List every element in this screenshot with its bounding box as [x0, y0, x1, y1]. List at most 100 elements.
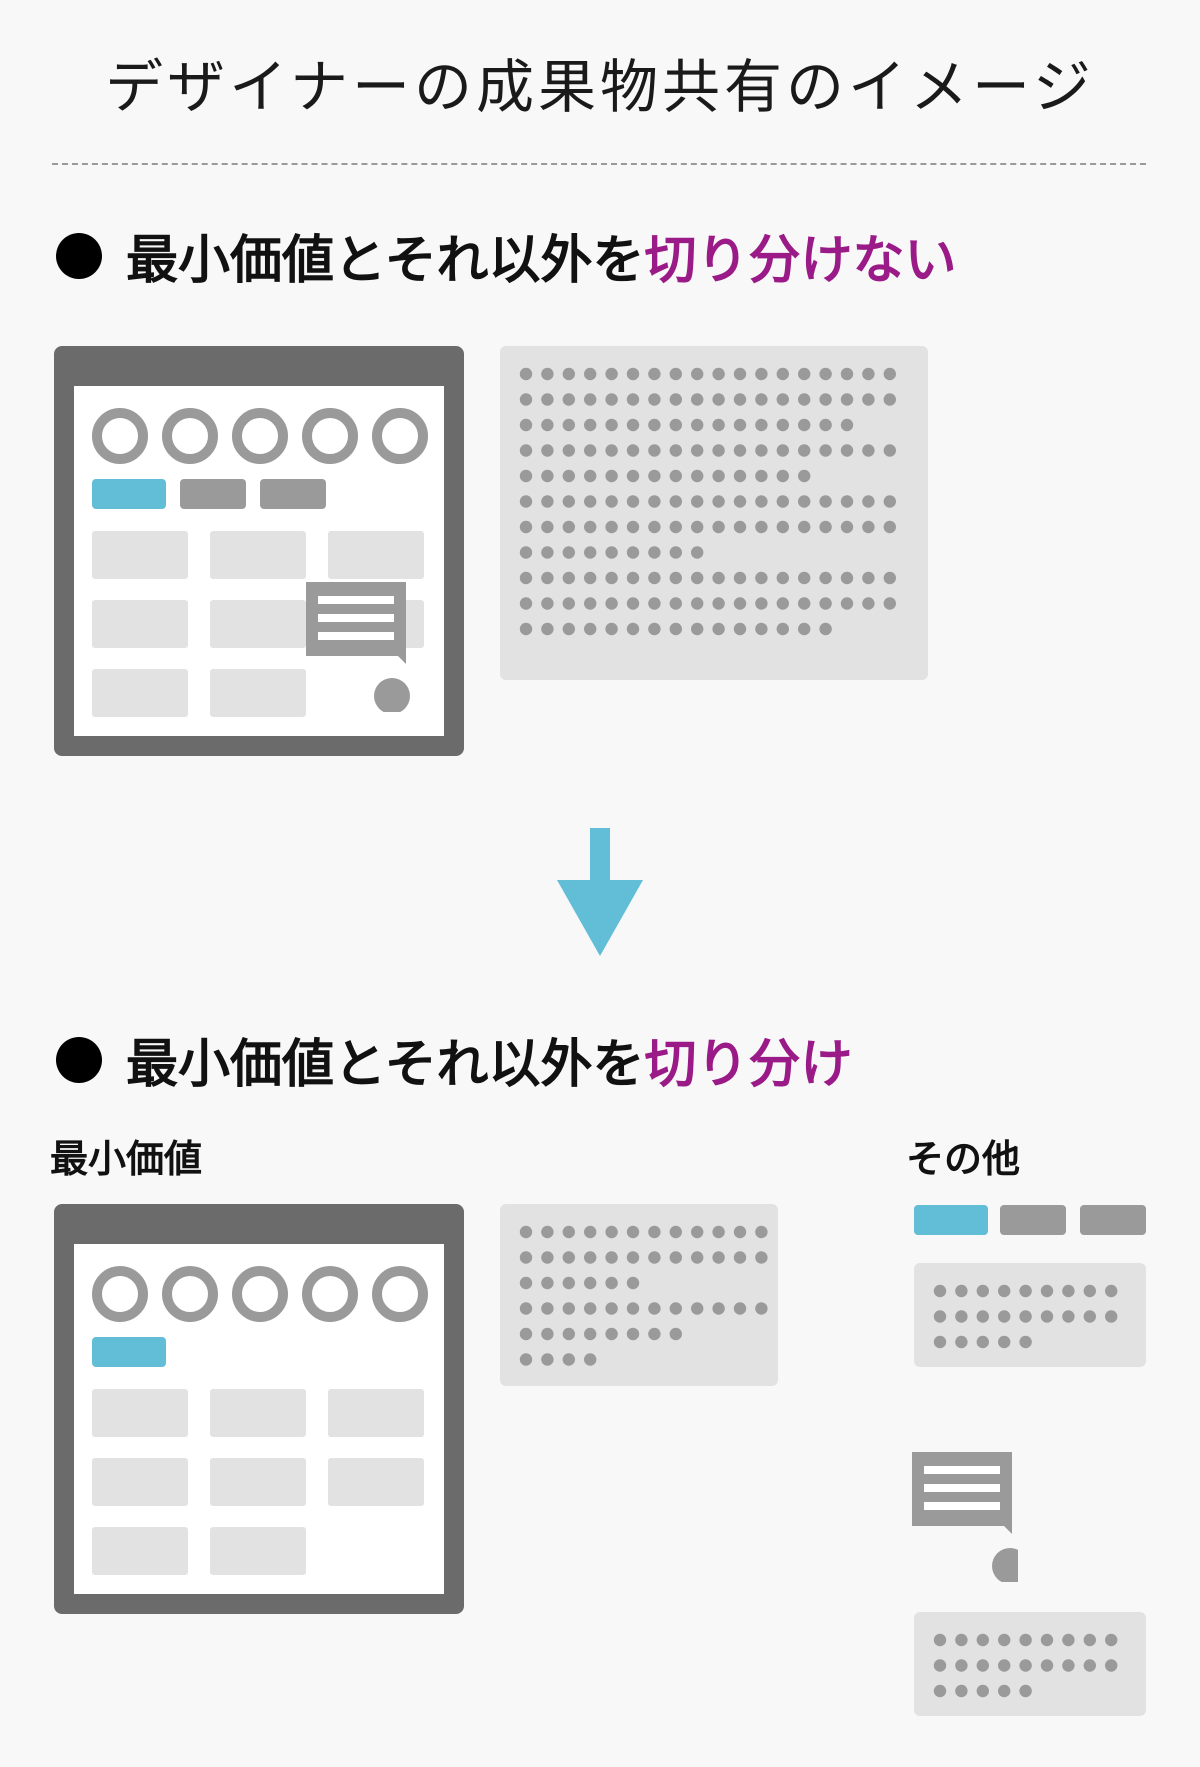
- app-window-mock-mvp: [54, 1204, 464, 1614]
- placeholder-dot: [1062, 1659, 1075, 1672]
- placeholder-dot: [669, 571, 682, 585]
- placeholder-dot: [712, 495, 725, 508]
- placeholder-dot: [798, 418, 811, 432]
- placeholder-dot: [933, 1659, 947, 1672]
- placeholder-dot: [669, 597, 682, 610]
- placeholder-dot: [798, 393, 811, 406]
- tag-inactive: [260, 479, 326, 509]
- placeholder-dot: [976, 1659, 989, 1672]
- placeholder-dot: [691, 1302, 704, 1315]
- dashed-divider: [52, 163, 1146, 165]
- placeholder-dot: [755, 520, 768, 534]
- placeholder-dot: [519, 597, 533, 610]
- placeholder-dot: [605, 1276, 618, 1290]
- placeholder-dot: [626, 520, 640, 534]
- placeholder-dot: [519, 367, 533, 381]
- placeholder-dot: [584, 597, 597, 610]
- grid-cell: [92, 600, 188, 648]
- placeholder-dot: [562, 546, 575, 559]
- placeholder-dot: [798, 571, 811, 585]
- placeholder-dot: [819, 495, 832, 508]
- placeholder-dot: [541, 1276, 554, 1290]
- placeholder-dot: [669, 469, 682, 483]
- placeholder-dot: [862, 571, 875, 585]
- placeholder-dot: [691, 622, 704, 636]
- placeholder-dot: [712, 622, 725, 636]
- placeholder-dot: [584, 1302, 597, 1315]
- placeholder-dot: [998, 1335, 1011, 1349]
- placeholder-dot: [626, 1276, 640, 1290]
- placeholder-dot: [933, 1310, 947, 1323]
- grid-cell: [328, 1389, 424, 1437]
- placeholder-dot: [712, 393, 725, 406]
- placeholder-dot: [605, 418, 618, 432]
- placeholder-dot: [648, 520, 661, 534]
- placeholder-dot: [691, 495, 704, 508]
- placeholder-dot: [955, 1659, 968, 1672]
- placeholder-dot: [976, 1684, 989, 1698]
- placeholder-dot: [976, 1310, 989, 1323]
- placeholder-dot: [862, 520, 875, 534]
- placeholder-dot: [648, 1327, 661, 1341]
- placeholder-dot: [755, 393, 768, 406]
- placeholder-dot: [755, 469, 768, 483]
- grid-cell: [328, 531, 424, 579]
- grid-cell: [210, 531, 306, 579]
- placeholder-dot: [584, 418, 597, 432]
- placeholder-dot: [712, 571, 725, 585]
- app-window-content: [74, 1244, 444, 1594]
- placeholder-dot: [733, 1302, 747, 1315]
- placeholder-dot: [562, 520, 575, 534]
- placeholder-dot: [1083, 1633, 1096, 1647]
- placeholder-dot: [776, 367, 789, 381]
- placeholder-dot: [519, 393, 533, 406]
- placeholder-dot: [933, 1284, 947, 1298]
- placeholder-dot: [819, 597, 832, 610]
- placeholder-dot: [1019, 1284, 1032, 1298]
- placeholder-dot: [712, 520, 725, 534]
- placeholder-dot: [669, 1327, 682, 1341]
- placeholder-dot: [955, 1310, 968, 1323]
- placeholder-dot: [626, 1251, 640, 1264]
- placeholder-dot: [883, 571, 896, 585]
- placeholder-dot: [776, 495, 789, 508]
- placeholder-dot: [605, 597, 618, 610]
- placeholder-dot: [1019, 1310, 1032, 1323]
- placeholder-dot: [691, 571, 704, 585]
- placeholder-dot: [798, 622, 811, 636]
- section2-heading-prefix: 最小価値とそれ以外を: [126, 1035, 645, 1095]
- ring-icon: [162, 408, 218, 464]
- placeholder-dot: [733, 597, 747, 610]
- placeholder-dot: [519, 571, 533, 585]
- placeholder-dot: [562, 622, 575, 636]
- placeholder-dot: [840, 418, 854, 432]
- placeholder-dot: [648, 546, 661, 559]
- placeholder-dot: [1105, 1310, 1118, 1323]
- placeholder-dot: [626, 546, 640, 559]
- placeholder-dot: [519, 622, 533, 636]
- placeholder-dot: [669, 367, 682, 381]
- placeholder-dot: [605, 495, 618, 508]
- placeholder-dot: [755, 367, 768, 381]
- placeholder-dot: [584, 469, 597, 483]
- placeholder-dot: [626, 418, 640, 432]
- placeholder-dot: [691, 1225, 704, 1239]
- placeholder-dot: [733, 1225, 747, 1239]
- grid-cell: [210, 669, 306, 717]
- placeholder-dot: [584, 1353, 597, 1366]
- placeholder-dot: [776, 597, 789, 610]
- placeholder-dot: [755, 1251, 768, 1264]
- placeholder-dot: [562, 1327, 575, 1341]
- placeholder-dot: [862, 444, 875, 457]
- placeholder-dot: [1040, 1310, 1054, 1323]
- section1-heading-prefix: 最小価値とそれ以外を: [126, 231, 645, 291]
- down-arrow-icon: [557, 828, 643, 956]
- placeholder-dot: [1062, 1310, 1075, 1323]
- placeholder-dot: [519, 418, 533, 432]
- placeholder-dot: [541, 622, 554, 636]
- placeholder-dot: [755, 1302, 768, 1315]
- placeholder-dot: [862, 367, 875, 381]
- placeholder-dot: [691, 546, 704, 559]
- ring-icon: [372, 408, 428, 464]
- placeholder-dot: [998, 1633, 1011, 1647]
